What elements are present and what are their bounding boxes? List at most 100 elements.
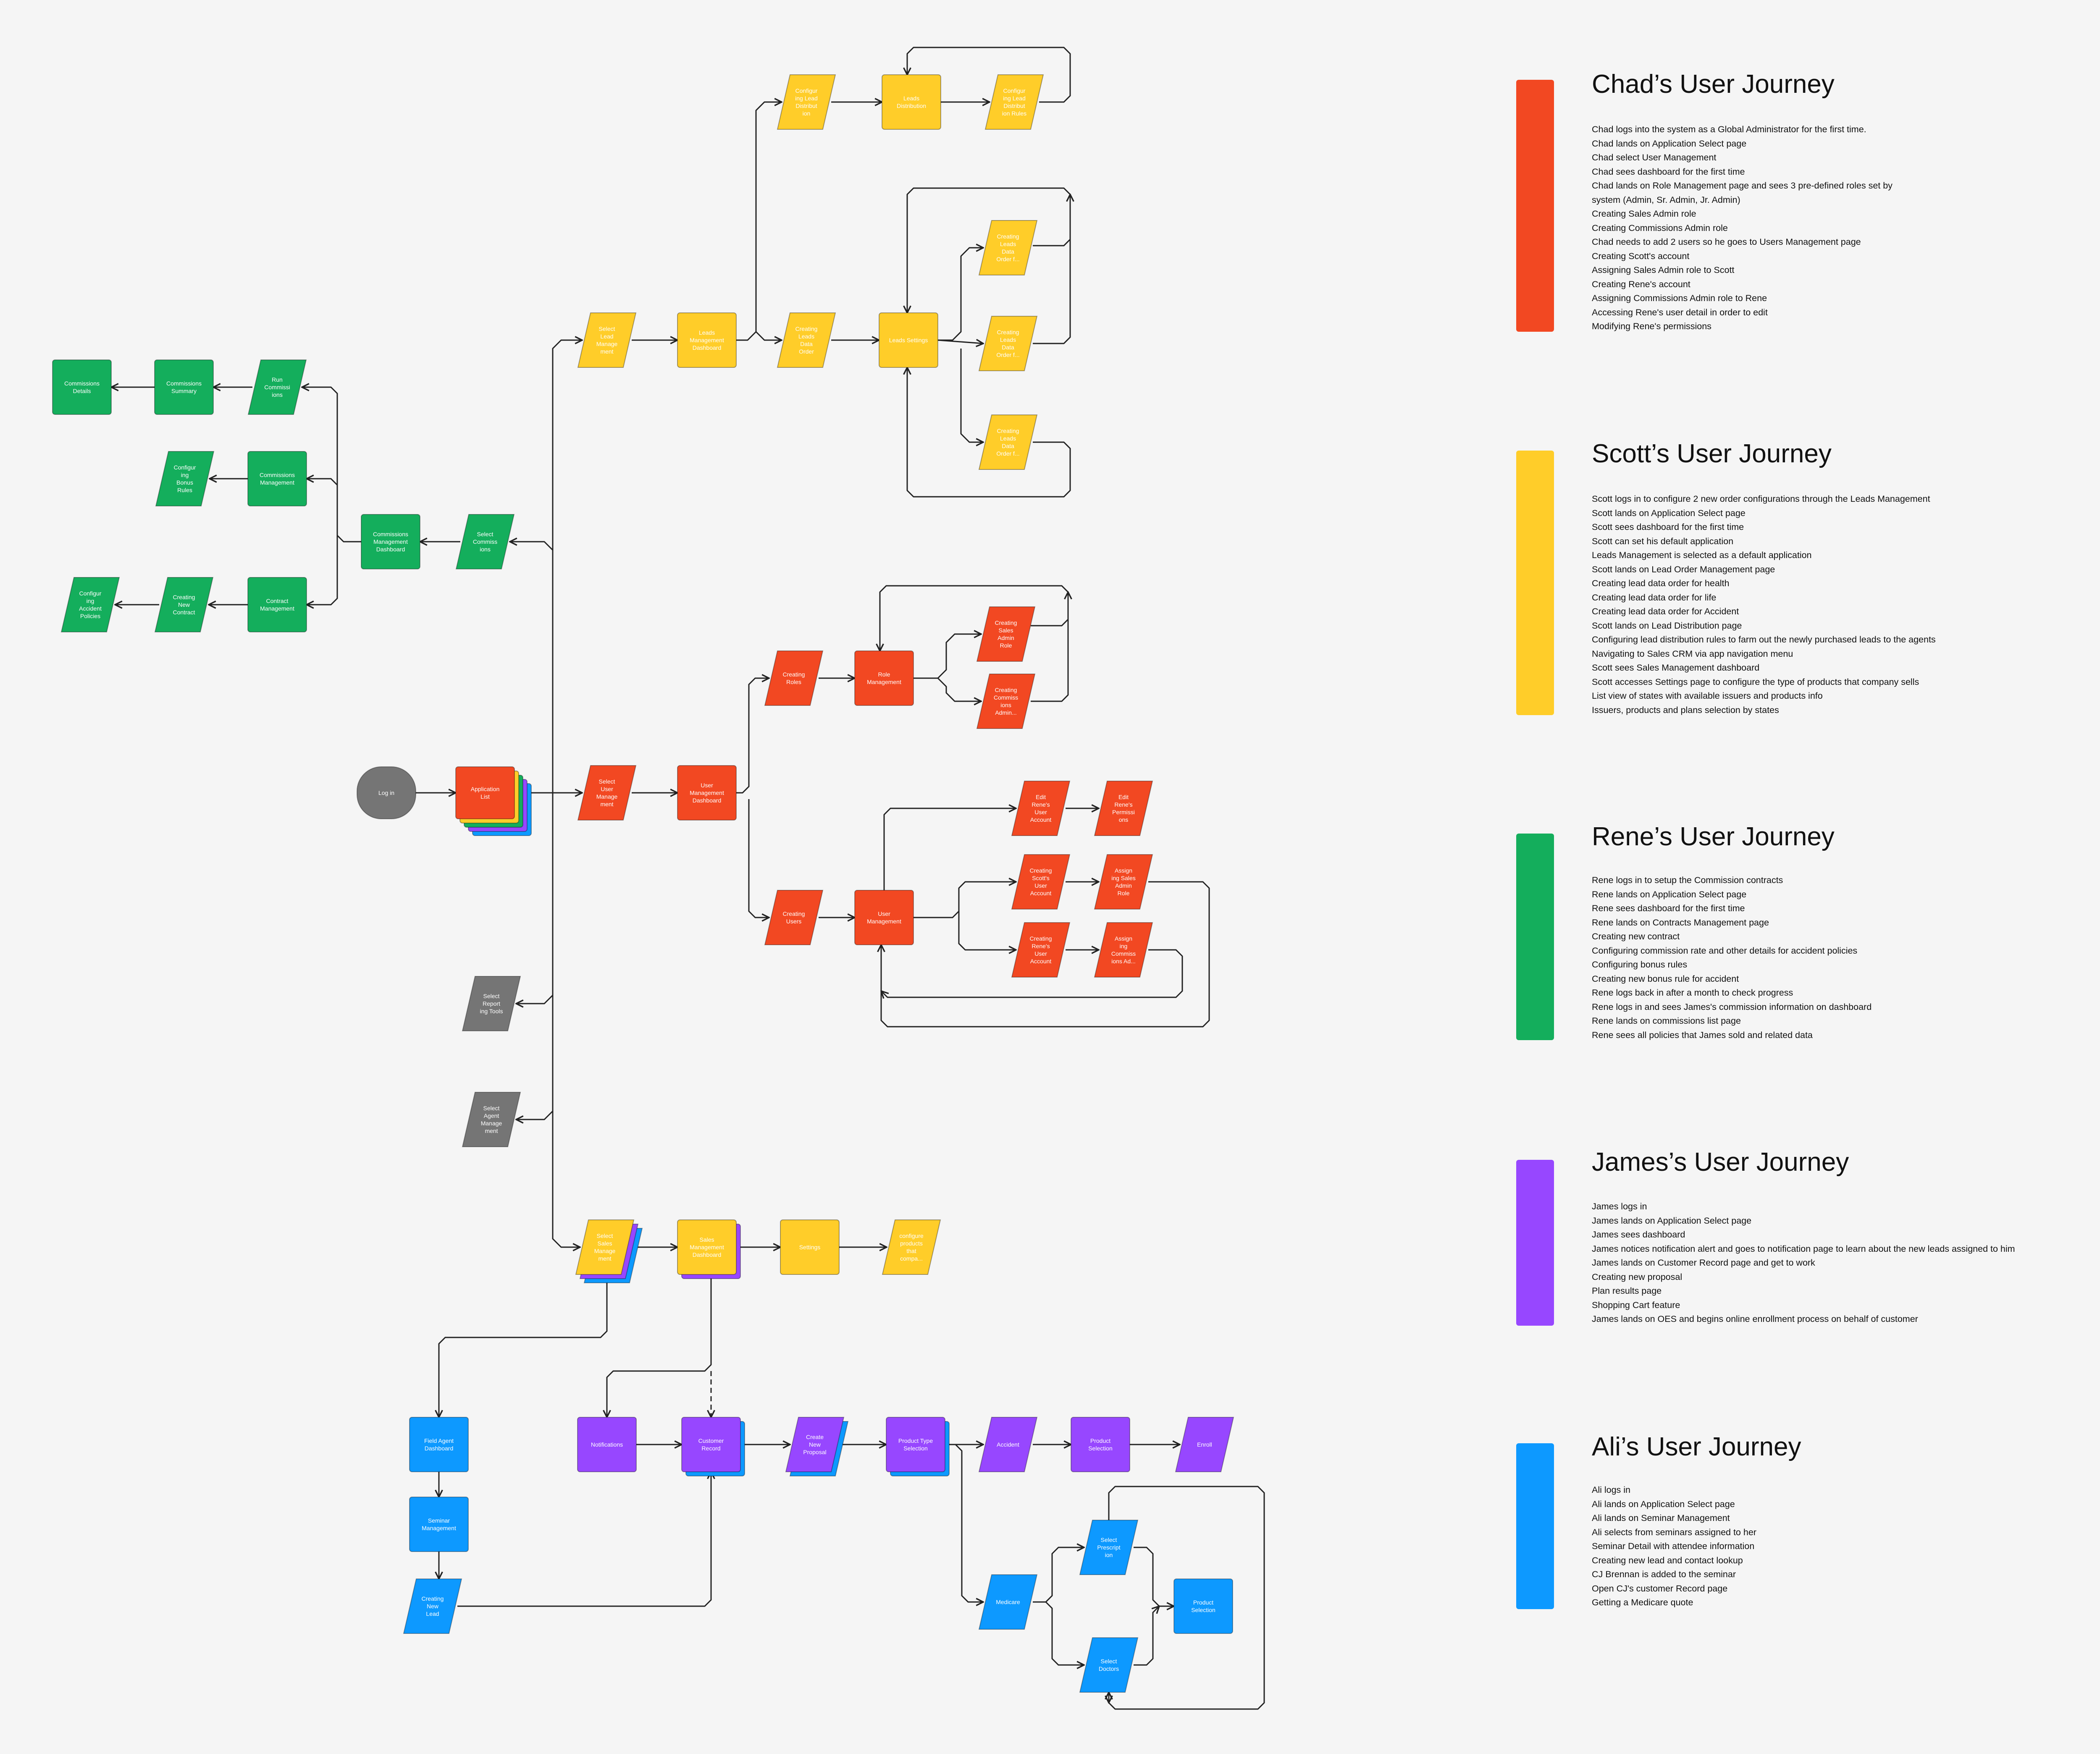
node-ldo_1-label: Data [1002, 248, 1014, 255]
edge-sales_dash-to-notifications [607, 1274, 712, 1417]
node-login[interactable]: Log in [357, 766, 416, 819]
edge-comm_dash-to-contract_mgmt [307, 535, 338, 605]
node-cfg_products[interactable]: configureproductsthatcompa... [882, 1219, 941, 1275]
node-comm_admin_role[interactable]: CreatingCommissionsAdmin... [976, 674, 1036, 729]
node-sel_lead-label: ment [600, 348, 613, 355]
node-run_comm-shape [247, 359, 307, 415]
node-medicare[interactable]: Medicare [978, 1574, 1038, 1630]
node-sel_comm-label: Commiss [473, 538, 497, 545]
legend-title-james: James’s User Journey [1592, 1148, 1849, 1177]
node-new_lead-shape [403, 1578, 462, 1634]
node-edit_rene-shape [1011, 781, 1071, 836]
legend-title-rene: Rene’s User Journey [1592, 822, 1835, 851]
node-ldo_1-label: Creating [997, 233, 1019, 240]
node-user_mgmt-label: User [878, 910, 890, 917]
node-comm_details-label: Commissions [64, 380, 100, 387]
node-ldo_3-label: Creating [997, 427, 1019, 434]
edge-comm_dash-to-comm_mgmt [307, 479, 338, 486]
node-sel_agent-shape [462, 1092, 521, 1147]
node-product_sel_j-label: Product [1090, 1437, 1110, 1444]
node-edit_rene_perm-label: Permissi [1112, 809, 1135, 815]
node-leads_settings[interactable]: Leads Settings [879, 312, 938, 368]
node-sel_agent-label: Agent [484, 1112, 499, 1119]
node-sel_comm-label: ions [480, 546, 491, 553]
node-app_list-label: List [480, 793, 490, 800]
node-cfg_bonus-shape [155, 451, 215, 506]
node-comm_dash-shape [361, 514, 420, 569]
node-accident[interactable]: Accident [978, 1417, 1038, 1472]
edge-app_list-to-sel_reporting [516, 793, 554, 1004]
node-sel_comm-shape [455, 514, 515, 569]
node-comm_dash-label: Management [373, 538, 408, 545]
node-settings[interactable]: Settings [780, 1219, 840, 1275]
node-sel_rx-label: ion [1105, 1552, 1113, 1558]
node-notifications[interactable]: Notifications [577, 1417, 637, 1472]
node-sel_user-label: User [601, 786, 613, 792]
node-sel_lead-label: Select [599, 325, 615, 332]
node-sales_admin_role-label: Sales [998, 627, 1013, 634]
node-edit_rene_perm-label: Edit [1118, 794, 1129, 800]
node-login-label: Log in [378, 789, 394, 796]
node-create_scott-label: Scott's [1032, 875, 1050, 881]
node-edit_rene_perm-label: Rene's [1114, 801, 1132, 808]
node-sel_rx-shape [1079, 1520, 1139, 1575]
node-enroll[interactable]: Enroll [1175, 1417, 1234, 1472]
edge-sales_admin_role-to-role_mgmt [880, 585, 1069, 651]
node-assign_sales-label: ing Sales [1111, 875, 1136, 881]
edge-new_lead-to-customer_record [457, 1472, 711, 1607]
edge-product_type-to-medicare [945, 1444, 983, 1602]
node-new_lead-label: Creating [422, 1595, 444, 1602]
node-create_ldo-label: Leads [798, 333, 814, 340]
node-cfg_products-label: compa... [900, 1255, 923, 1262]
edge-sel_rx-to-product_sel_a [1134, 1547, 1174, 1606]
